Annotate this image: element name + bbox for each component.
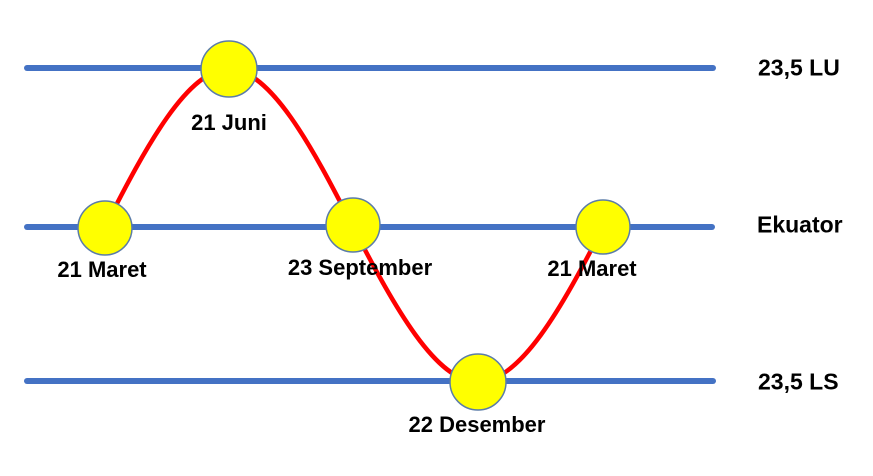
date-label-23-september: 23 September	[287, 255, 433, 280]
date-label-21-maret-left: 21 Maret	[57, 257, 147, 282]
latitude-label-23-5-lu: 23,5 LU	[758, 54, 840, 81]
sun-marker-21-maret-right	[575, 199, 631, 255]
latitude-label-ekuator: Ekuator	[757, 211, 843, 238]
latitude-label-23-5-ls: 23,5 LS	[758, 368, 839, 395]
sun-marker-23-september	[325, 197, 381, 253]
sun-marker-21-juni	[200, 40, 258, 98]
date-label-21-juni: 21 Juni	[191, 110, 267, 135]
sun-marker-21-maret-left	[77, 200, 133, 256]
date-label-22-desember: 22 Desember	[408, 412, 546, 437]
sun-marker-22-desember	[449, 353, 507, 411]
date-label-21-maret-right: 21 Maret	[547, 256, 637, 281]
